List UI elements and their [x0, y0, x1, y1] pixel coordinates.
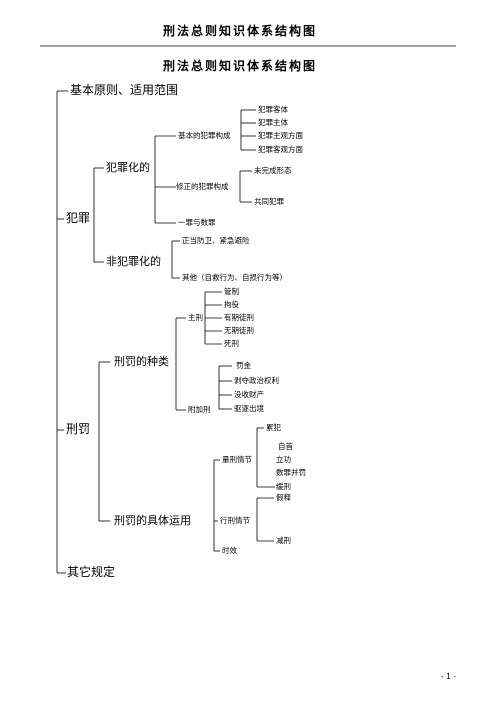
node-basic-constitution: 基本的犯罪构成 — [178, 131, 231, 140]
node-fine: 罚金 — [236, 361, 251, 370]
node-death-penalty: 死刑 — [224, 339, 239, 348]
node-incomplete-form: 未完成形态 — [254, 166, 292, 175]
node-supplementary-punishment: 附加刑 — [188, 405, 211, 414]
node-control: 管制 — [224, 287, 239, 296]
node-fixed-term: 有期徒刑 — [224, 313, 254, 322]
node-deprivation-political-rights: 剥夺政治权利 — [234, 376, 279, 385]
node-decriminalization: 非犯罪化的 — [106, 255, 161, 268]
node-punishment: 刑罚 — [66, 422, 91, 436]
node-basic-principles: 基本原则、适用范围 — [70, 83, 179, 97]
node-self-defense: 正当防卫、紧急避险 — [182, 236, 250, 245]
node-subjective-aspect: 犯罪主观方面 — [258, 131, 303, 140]
node-combined-punishment: 数罪并罚 — [276, 468, 306, 477]
node-probation: 缓刑 — [276, 482, 291, 491]
node-application: 刑罚的具体运用 — [114, 514, 191, 527]
node-meritorious: 立功 — [276, 455, 291, 464]
node-criminalization: 犯罪化的 — [106, 161, 150, 174]
node-principal-punishment: 主刑 — [188, 313, 203, 322]
document-title: 刑法总则知识体系结构图 — [163, 59, 318, 73]
node-one-or-multiple-crimes: 一罪与数罪 — [178, 218, 216, 227]
page-number: - 1 - — [441, 672, 456, 681]
page-header-title: 刑法总则知识体系结构图 — [163, 24, 318, 38]
node-parole: 假释 — [276, 493, 291, 502]
node-crime-object: 犯罪客体 — [258, 105, 288, 114]
node-other-acts: 其他（自救行为、自损行为等） — [182, 273, 287, 282]
node-sentencing-circumstances: 量刑情节 — [222, 455, 252, 464]
node-recidivism: 累犯 — [266, 423, 281, 432]
node-execution-circumstances: 行刑情节 — [220, 516, 250, 525]
node-deportation: 驱逐出境 — [234, 404, 264, 413]
node-modified-constitution: 修正的犯罪构成 — [176, 182, 229, 191]
node-crime-subject: 犯罪主体 — [258, 118, 288, 127]
node-surrender: 自首 — [278, 442, 293, 451]
node-commutation: 减刑 — [276, 536, 291, 545]
node-joint-crime: 共同犯罪 — [254, 197, 284, 206]
node-confiscation: 没收财产 — [234, 390, 264, 399]
node-life-imprisonment: 无期徒刑 — [224, 326, 254, 335]
node-other-provisions: 其它规定 — [67, 565, 116, 579]
node-crime: 犯罪 — [66, 211, 91, 225]
node-limitation: 时效 — [222, 546, 237, 555]
node-punishment-types: 刑罚的种类 — [114, 355, 169, 368]
node-objective-aspect: 犯罪客观方面 — [258, 145, 303, 154]
node-detention: 拘役 — [224, 300, 239, 309]
